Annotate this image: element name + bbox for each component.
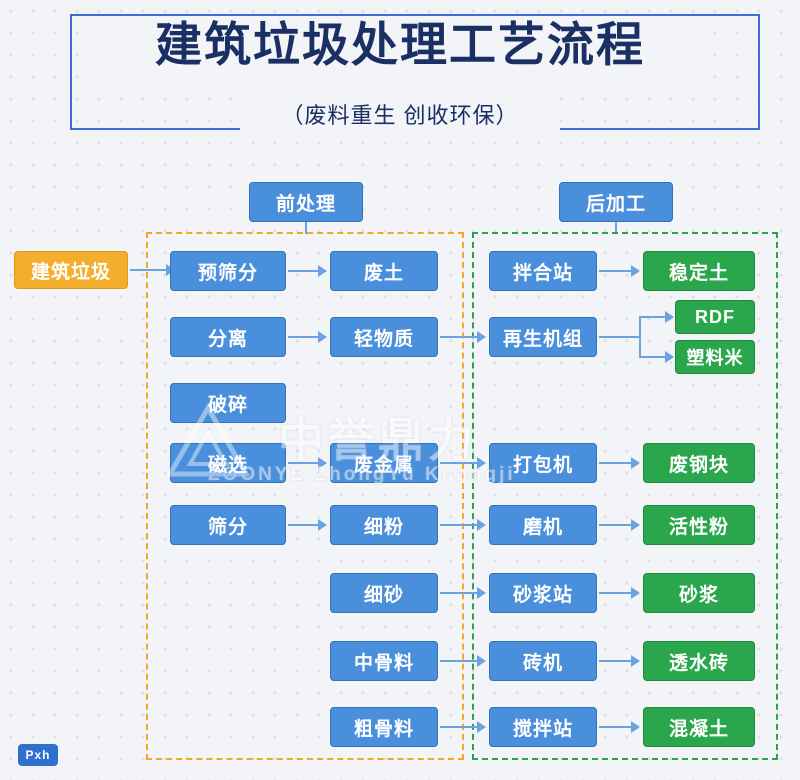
arrow-magnetic-to-metal bbox=[288, 462, 318, 464]
arrow-head-brick-permeable bbox=[631, 655, 640, 667]
arrow-head-grinder-activepowder bbox=[631, 519, 640, 531]
arrow-mixing-to-soil bbox=[599, 270, 631, 272]
arrow-head-presort-soil bbox=[318, 265, 327, 277]
arrow-head-powder-grinder bbox=[477, 519, 486, 531]
arrow-metal-to-baler bbox=[440, 462, 477, 464]
equipment-node-recycling-unit: 再生机组 bbox=[489, 317, 597, 357]
header-title-backdrop bbox=[86, 22, 711, 80]
material-node-waste-soil: 废土 bbox=[330, 251, 438, 291]
arrow-light-to-recycling bbox=[440, 336, 477, 338]
branch-vertical-recycling bbox=[639, 317, 641, 357]
product-node-permeable-brick: 透水砖 bbox=[643, 641, 755, 681]
corner-logo: Pxh bbox=[18, 744, 58, 766]
arrow-coarse-to-stirring bbox=[440, 726, 477, 728]
equipment-node-brick-machine: 砖机 bbox=[489, 641, 597, 681]
product-node-plastic-pellet: 塑料米 bbox=[675, 340, 755, 374]
product-node-concrete: 混凝土 bbox=[643, 707, 755, 747]
pre-node-crushing: 破碎 bbox=[170, 383, 286, 423]
product-node-stabilized-soil: 稳定土 bbox=[643, 251, 755, 291]
arrow-mortarstation-to-mortar bbox=[599, 592, 631, 594]
arrow-head-plastic bbox=[665, 351, 674, 363]
input-node-construction-waste: 建筑垃圾 bbox=[14, 251, 128, 289]
arrow-brick-to-permeable bbox=[599, 660, 631, 662]
material-node-scrap-metal: 废金属 bbox=[330, 443, 438, 483]
equipment-node-mortar-station: 砂浆站 bbox=[489, 573, 597, 613]
pre-node-screening: 筛分 bbox=[170, 505, 286, 545]
arrow-head-mortarstation-mortar bbox=[631, 587, 640, 599]
post-process-group bbox=[472, 232, 778, 760]
page-title: 建筑垃圾处理工艺流程 bbox=[155, 18, 645, 71]
pre-node-magnetic-separation: 磁选 bbox=[170, 443, 286, 483]
equipment-node-grinder: 磨机 bbox=[489, 505, 597, 545]
arrow-presort-to-soil bbox=[288, 270, 318, 272]
arrow-head-medium-brick bbox=[477, 655, 486, 667]
arrow-baler-to-steel bbox=[599, 462, 631, 464]
material-node-light-material: 轻物质 bbox=[330, 317, 438, 357]
equipment-node-baler: 打包机 bbox=[489, 443, 597, 483]
arrow-head-rdf bbox=[665, 311, 674, 323]
product-node-scrap-steel: 废钢块 bbox=[643, 443, 755, 483]
pre-process-group bbox=[146, 232, 464, 760]
product-node-mortar: 砂浆 bbox=[643, 573, 755, 613]
arrow-head-light-recycling bbox=[477, 331, 486, 343]
branch-to-rdf bbox=[639, 316, 665, 318]
arrow-screening-to-powder bbox=[288, 524, 318, 526]
arrow-medium-to-brick bbox=[440, 660, 477, 662]
arrow-head-coarse-stirring bbox=[477, 721, 486, 733]
branch-stem-recycling bbox=[599, 336, 639, 338]
pre-process-tag: 前处理 bbox=[249, 182, 363, 222]
tag-connector-pre bbox=[305, 222, 307, 234]
material-node-fine-sand: 细砂 bbox=[330, 573, 438, 613]
material-node-medium-aggregate: 中骨料 bbox=[330, 641, 438, 681]
arrow-grinder-to-activepowder bbox=[599, 524, 631, 526]
arrow-head-mixing-soil bbox=[631, 265, 640, 277]
arrow-powder-to-grinder bbox=[440, 524, 477, 526]
product-node-active-powder: 活性粉 bbox=[643, 505, 755, 545]
arrow-head-metal-baler bbox=[477, 457, 486, 469]
material-node-fine-powder: 细粉 bbox=[330, 505, 438, 545]
tag-connector-post bbox=[615, 222, 617, 234]
arrow-head-magnetic-metal bbox=[318, 457, 327, 469]
arrow-head-screening-powder bbox=[318, 519, 327, 531]
header-subtitle-backdrop bbox=[240, 96, 560, 130]
equipment-node-stirring-station: 搅拌站 bbox=[489, 707, 597, 747]
arrow-separation-to-light bbox=[288, 336, 318, 338]
equipment-node-mixing-station: 拌合站 bbox=[489, 251, 597, 291]
arrow-head-baler-steel bbox=[631, 457, 640, 469]
arrow-head-sand-mortar bbox=[477, 587, 486, 599]
branch-to-plastic bbox=[639, 356, 665, 358]
page-subtitle: （废料重生 创收环保） bbox=[281, 103, 519, 128]
arrow-input-to-presort bbox=[130, 269, 166, 271]
arrow-head-stirring-concrete bbox=[631, 721, 640, 733]
product-node-rdf: RDF bbox=[675, 300, 755, 334]
post-process-tag: 后加工 bbox=[559, 182, 673, 222]
material-node-coarse-aggregate: 粗骨料 bbox=[330, 707, 438, 747]
pre-node-separation: 分离 bbox=[170, 317, 286, 357]
arrow-sand-to-mortar bbox=[440, 592, 477, 594]
arrow-stirring-to-concrete bbox=[599, 726, 631, 728]
arrow-head-separation-light bbox=[318, 331, 327, 343]
pre-node-presort: 预筛分 bbox=[170, 251, 286, 291]
